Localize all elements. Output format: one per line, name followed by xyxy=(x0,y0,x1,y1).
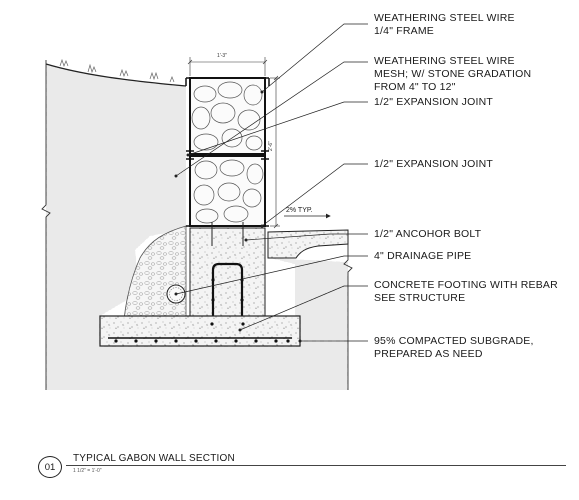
grass-tufts xyxy=(59,58,175,83)
callout-line: 1/2" ANCOHOR BOLT xyxy=(374,228,482,240)
soil-right-hatch xyxy=(270,258,348,390)
callout-line: 1/4" FRAME xyxy=(374,25,434,37)
concrete-stem xyxy=(189,227,266,319)
concrete-footing xyxy=(99,315,301,347)
dimension-width-label: 1'-3" xyxy=(217,53,227,59)
drainage-pipe-inner xyxy=(169,287,183,301)
detail-number-bubble: 01 xyxy=(38,456,62,478)
callout-line: WEATHERING STEEL WIRE xyxy=(374,12,515,24)
gabion-upper-basket xyxy=(189,77,266,155)
anchor-bolts xyxy=(211,222,244,246)
callout-anchor-bolt: 1/2" ANCOHOR BOLT xyxy=(374,228,481,241)
stem-rebar xyxy=(211,262,244,322)
leader-lines xyxy=(175,23,368,342)
callout-line: SEE STRUCTURE xyxy=(374,292,466,304)
soil-hatch xyxy=(46,64,348,390)
rebar-dots xyxy=(114,278,290,343)
ground-line xyxy=(45,63,187,87)
gabion-lower-basket xyxy=(189,155,266,227)
dimension-height-label: 2'-6" xyxy=(268,141,274,151)
drawing-title: TYPICAL GABON WALL SECTION xyxy=(73,453,235,464)
callout-line: CONCRETE FOOTING WITH REBAR xyxy=(374,279,558,291)
callout-compacted-subgrade: 95% COMPACTED SUBGRADE, PREPARED AS NEED xyxy=(374,335,534,361)
callout-steel-wire-frame: WEATHERING STEEL WIRE 1/4" FRAME xyxy=(374,12,515,38)
callout-drainage-pipe: 4" DRAINAGE PIPE xyxy=(374,250,471,263)
callout-line: MESH; W/ STONE GRADATION xyxy=(374,68,532,80)
leader-arrowheads xyxy=(174,90,302,343)
dimension-lines xyxy=(187,57,280,229)
break-line-right xyxy=(343,230,353,390)
callout-line: WEATHERING STEEL WIRE xyxy=(374,55,515,67)
callout-line: 4" DRAINAGE PIPE xyxy=(374,250,472,262)
title-underline xyxy=(66,465,566,466)
drawing-scale: 1 1/2" = 1'-0" xyxy=(73,468,102,474)
callout-expansion-joint-lower: 1/2" EXPANSION JOINT xyxy=(374,158,493,171)
slope-note: 2% TYP. xyxy=(286,207,313,214)
break-line-left xyxy=(41,60,51,390)
callout-steel-wire-mesh: WEATHERING STEEL WIRE MESH; W/ STONE GRA… xyxy=(374,55,531,94)
callout-expansion-joint-upper: 1/2" EXPANSION JOINT xyxy=(374,96,493,109)
frame-corners xyxy=(185,77,270,227)
callout-line: FROM 4" TO 12" xyxy=(374,81,456,93)
callout-line: 1/2" EXPANSION JOINT xyxy=(374,96,493,108)
callout-line: PREPARED AS NEED xyxy=(374,348,483,360)
callout-concrete-footing: CONCRETE FOOTING WITH REBAR SEE STRUCTUR… xyxy=(374,279,558,305)
callout-line: 1/2" EXPANSION JOINT xyxy=(374,158,493,170)
callout-line: 95% COMPACTED SUBGRADE, xyxy=(374,335,534,347)
